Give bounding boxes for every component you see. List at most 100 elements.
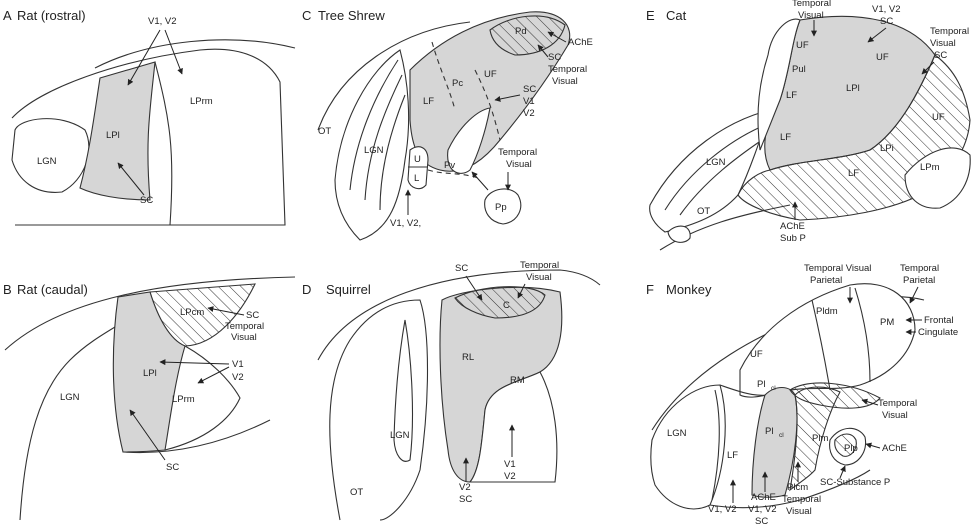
- panel-a: A Rat (rostral) V1, V2 LPrm LGN LPl SC: [3, 8, 296, 226]
- panel-f-arrow-ache: [865, 442, 881, 449]
- panel-c-label-visual-top: Visual: [552, 76, 578, 87]
- panel-e-label-lpl: LPl: [846, 83, 860, 94]
- panel-e-pul: [757, 18, 801, 151]
- panel-f: F Monkey Temporal Visual Parietal Tempor…: [646, 263, 958, 524]
- panel-c-lgn-lamina-2: [364, 74, 403, 201]
- panel-c-label-visual-bottom: Visual: [506, 159, 532, 170]
- panel-e-label-uf-left: UF: [796, 40, 809, 51]
- panel-e-label-lpm: LPm: [920, 162, 940, 173]
- panel-d-label-v1: V1: [504, 459, 516, 470]
- panel-f-label-visual-bottom: Visual: [786, 506, 812, 517]
- panel-b-label-lpl: LPl: [143, 368, 157, 379]
- panel-f-upper-hatched: [789, 382, 881, 409]
- panel-c-label-uf: UF: [484, 69, 497, 80]
- panel-c-label-temporal-top: Temporal: [548, 64, 587, 75]
- panel-f-label-frontal: Frontal: [924, 315, 954, 326]
- panel-f-label-parietal-right: Parietal: [903, 275, 935, 286]
- panel-c-label-lgn: LGN: [364, 145, 384, 156]
- panel-d-lgn: [393, 319, 414, 462]
- panel-d-label-rm: RM: [510, 375, 525, 386]
- panel-b-label-sc-bottom: SC: [166, 462, 179, 473]
- panel-b-label-lgn: LGN: [60, 392, 80, 403]
- panel-a-arrow-v1v2-lprm: [164, 29, 183, 75]
- panel-f-label-parietal-left: Parietal: [810, 275, 842, 286]
- panel-b-label-sc: SC: [246, 310, 259, 321]
- panel-f-label-plm: Plm: [812, 433, 828, 444]
- panel-e-label-uf-mid: UF: [876, 52, 889, 63]
- panel-e-lgn-lamina-2: [679, 139, 763, 216]
- panel-b: B Rat (caudal) LPcm SC Temporal Visual V…: [3, 276, 296, 521]
- panel-f-label-temporal-mid: Temporal: [878, 398, 917, 409]
- panel-c-label-pp: Pp: [495, 202, 507, 213]
- panel-c-outer-contour: [317, 21, 471, 131]
- panel-d-arrow-sc: [465, 275, 483, 301]
- panel-d-label-rl: RL: [462, 352, 474, 363]
- panel-f-pulvinar: [739, 283, 916, 398]
- panel-b-label-lprm: LPrm: [172, 394, 195, 405]
- panel-c-pp: [484, 188, 522, 225]
- panel-c-label-u: U: [414, 154, 421, 165]
- panel-f-lgn: [650, 384, 726, 510]
- panel-b-lprm-contour: [122, 345, 271, 454]
- panel-c-ot-lgn: [334, 49, 410, 241]
- panel-e-lgn-lamina-1: [664, 124, 766, 211]
- panel-b-outer-contour: [4, 276, 296, 351]
- panel-c-label-l: L: [414, 173, 419, 184]
- panel-c-arrow-sc-temporal: [537, 44, 549, 58]
- panel-c-u-l: [407, 146, 429, 190]
- panel-e-label-sc: SC: [880, 16, 893, 27]
- panel-f-label-uf: UF: [750, 349, 763, 360]
- panel-c-arrow-ache: [547, 31, 567, 43]
- panel-e-arrow-right: [921, 61, 935, 75]
- panel-b-letter: B: [3, 282, 12, 297]
- panel-a-arrow-v1v2-lpl: [127, 29, 161, 86]
- panel-c-lgn-lamina-3: [379, 94, 406, 211]
- panel-c-label-v1: V1: [523, 96, 535, 107]
- panel-b-arrow-sc-lpcm: [207, 306, 245, 316]
- panel-a-label-v1v2: V1, V2: [148, 16, 177, 27]
- panel-c-label-ot: OT: [318, 126, 331, 137]
- panel-c-label-v2: V2: [523, 108, 535, 119]
- panel-e-label-uf-right: UF: [932, 112, 945, 123]
- panel-c-pv: [447, 107, 491, 174]
- panel-c-label-pd: Pd: [515, 26, 527, 37]
- panel-c: C Tree Shrew Pd AChE SC Temporal Visual …: [302, 8, 593, 241]
- panel-b-arrow-v1-lprm: [197, 366, 230, 384]
- panel-e-title: Cat: [666, 8, 687, 23]
- panel-e-label-lf-upper: LF: [786, 90, 797, 101]
- panel-e-label-lf-mid: LF: [780, 132, 791, 143]
- panel-a-outer-contour: [94, 39, 296, 69]
- panel-d-label-lgn: LGN: [390, 430, 410, 441]
- panel-d-letter: D: [302, 282, 311, 297]
- panel-f-label-lgn: LGN: [667, 428, 687, 439]
- panel-e-label-lpi: LPi: [880, 143, 894, 154]
- panel-d-ot-contour: [329, 299, 429, 521]
- panel-b-label-lpcm: LPcm: [180, 307, 204, 318]
- panel-c-label-ache: AChE: [568, 37, 593, 48]
- panel-e-label-ache: AChE: [780, 221, 805, 232]
- panel-f-label-plcm: Plcm: [787, 482, 808, 493]
- panel-f-label-plp: Plp: [844, 443, 858, 454]
- panel-a-lpl-border: [154, 61, 173, 226]
- panel-c-label-sc-mid: SC: [523, 84, 536, 95]
- panel-d-label-visual: Visual: [526, 272, 552, 283]
- panel-e-label-pul: Pul: [792, 64, 806, 75]
- panel-d-outer-contour: [317, 269, 601, 361]
- panel-e-label-v1v2: V1, V2: [872, 4, 901, 15]
- panel-c-pd: [489, 15, 566, 56]
- panel-d: D Squirrel SC Temporal Visual C RL RM LG…: [302, 260, 601, 521]
- panel-d-label-temporal: Temporal: [520, 260, 559, 271]
- panel-f-pldm-border: [811, 299, 831, 391]
- panel-e-letter: E: [646, 8, 655, 23]
- panel-b-arrow-sc: [129, 409, 166, 461]
- panel-d-label-sc: SC: [455, 263, 468, 274]
- panel-a-label-sc: SC: [140, 195, 153, 206]
- panel-c-label-pv: Pv: [444, 160, 455, 171]
- panel-d-label-c: C: [503, 300, 510, 311]
- panel-c-label-temporal-bottom: Temporal: [498, 147, 537, 158]
- panel-f-arrow-sc-substance-p: [839, 465, 846, 479]
- panel-e-arrow-v1v2: [867, 27, 887, 43]
- panel-c-letter: C: [302, 8, 311, 23]
- panel-f-label-v1v2-left: V1, V2: [708, 504, 737, 515]
- panel-f-label-visual-mid: Visual: [882, 410, 908, 421]
